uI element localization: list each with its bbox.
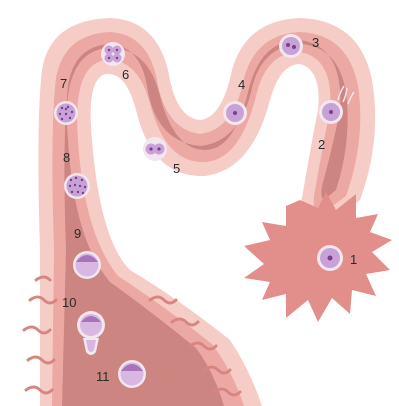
stage-11-implanting-blastocyst (118, 360, 146, 388)
stage-7-eight-cell (54, 101, 78, 125)
stage-label-9: 9 (74, 226, 81, 241)
stage-4-pronuclei (223, 101, 247, 125)
stage-1-oocyte (317, 245, 343, 271)
stage-label-4: 4 (238, 77, 245, 92)
stage-label-11: 11 (96, 369, 110, 384)
stage-6-four-cell (101, 42, 125, 66)
stage-label-5: 5 (173, 161, 180, 176)
stage-9-early-blastocyst (73, 251, 101, 279)
stage-label-10: 10 (62, 295, 76, 310)
stage-label-1: 1 (350, 252, 357, 267)
stage-3-zygote (279, 34, 303, 58)
stage-label-2: 2 (318, 137, 325, 152)
stage-5-two-cell (143, 137, 167, 161)
stage-label-6: 6 (122, 67, 129, 82)
stage-label-8: 8 (63, 150, 70, 165)
stage-label-7: 7 (60, 76, 67, 91)
stage-8-morula (64, 173, 90, 199)
stage-label-3: 3 (312, 35, 319, 50)
